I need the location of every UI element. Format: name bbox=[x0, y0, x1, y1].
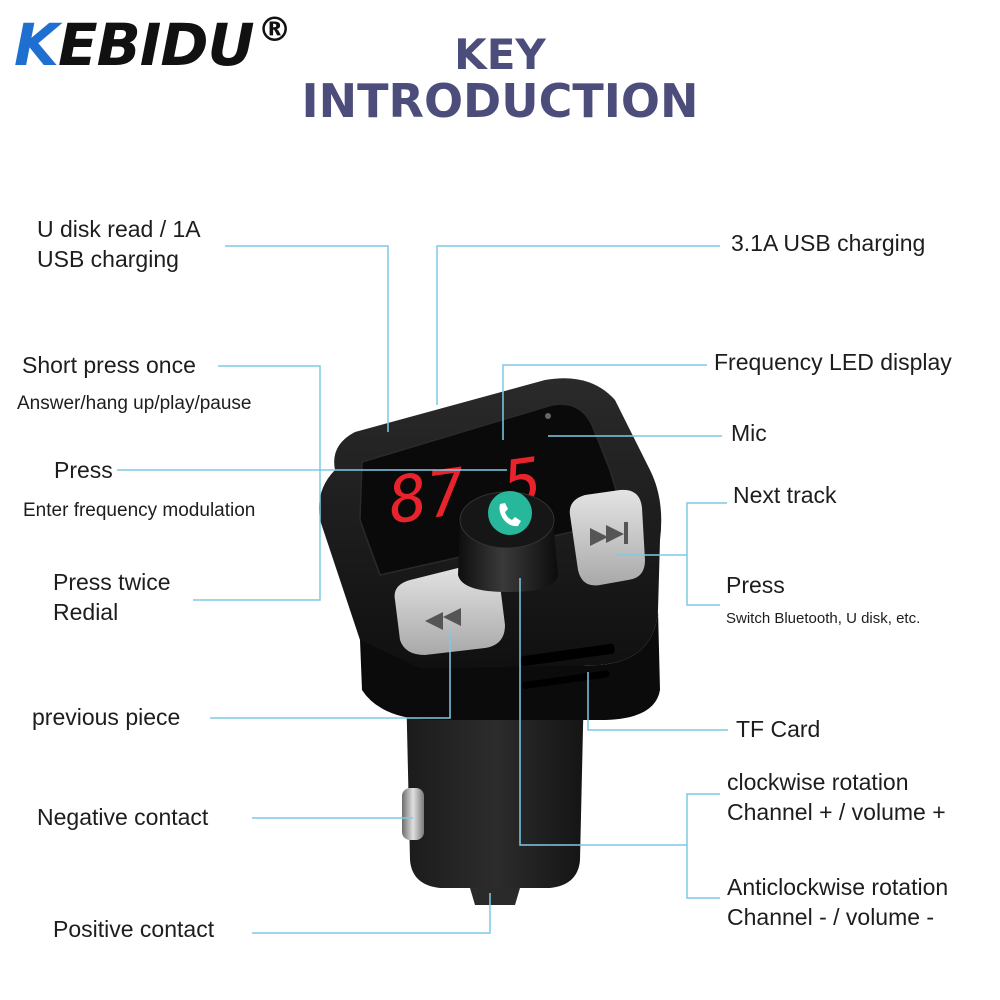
label-usb-31a: 3.1A USB charging bbox=[731, 230, 926, 256]
brand-logo: KEBIDU® bbox=[14, 13, 292, 74]
label-channel-plus: Channel + / volume + bbox=[727, 799, 946, 825]
label-switch-bluetooth: Switch Bluetooth, U disk, etc. bbox=[726, 610, 921, 627]
label-short-press: Short press once bbox=[22, 352, 196, 378]
label-previous-piece: previous piece bbox=[32, 704, 181, 730]
label-u-disk-line2: USB charging bbox=[37, 246, 179, 272]
logo-letters: EBIDU bbox=[57, 11, 255, 79]
next-track-button[interactable] bbox=[569, 489, 645, 586]
phone-icon bbox=[499, 503, 521, 527]
label-press-left: Press bbox=[54, 457, 113, 483]
label-tf-card: TF Card bbox=[736, 716, 821, 742]
page-title-line2: INTRODUCTION bbox=[301, 74, 699, 128]
next-icon bbox=[590, 525, 624, 546]
label-press-twice: Press twice bbox=[53, 569, 171, 595]
label-answer: Answer/hang up/play/pause bbox=[17, 393, 252, 414]
label-enter-frequency: Enter frequency modulation bbox=[23, 500, 256, 521]
label-channel-minus: Channel - / volume - bbox=[727, 904, 935, 930]
label-positive-contact: Positive contact bbox=[53, 916, 215, 942]
label-next-track: Next track bbox=[733, 482, 837, 508]
label-anticlockwise: Anticlockwise rotation bbox=[727, 874, 949, 900]
label-u-disk-line1: U disk read / 1A bbox=[37, 216, 201, 242]
negative-contact-pin bbox=[402, 788, 424, 840]
label-clockwise: clockwise rotation bbox=[727, 769, 909, 795]
logo-letter-k: K bbox=[14, 11, 59, 79]
page-title-line1: KEY bbox=[454, 30, 546, 79]
label-frequency-led: Frequency LED display bbox=[714, 349, 952, 375]
callout-lines bbox=[117, 245, 728, 934]
label-press-right: Press bbox=[726, 572, 785, 598]
positive-contact-tip bbox=[470, 888, 520, 905]
label-redial: Redial bbox=[53, 599, 119, 625]
mic-hole bbox=[545, 413, 551, 419]
tf-card-slot bbox=[520, 643, 615, 667]
previous-icon bbox=[425, 608, 461, 630]
multifunction-knob[interactable] bbox=[458, 491, 558, 592]
registered-mark: ® bbox=[257, 9, 292, 50]
label-mic: Mic bbox=[731, 420, 767, 446]
phone-button bbox=[488, 491, 532, 535]
label-negative-contact: Negative contact bbox=[37, 804, 209, 830]
